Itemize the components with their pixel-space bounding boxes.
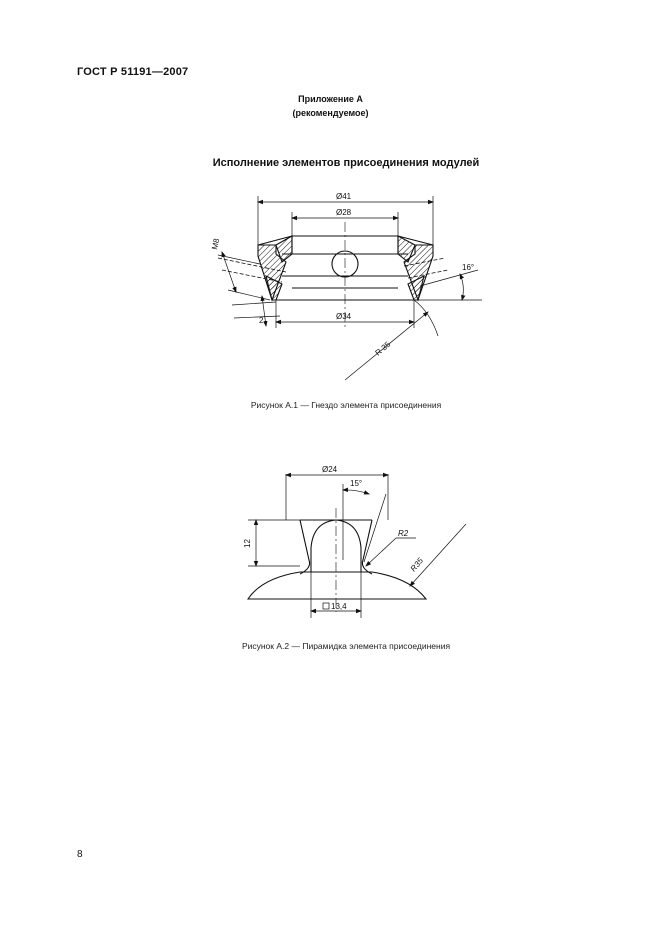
dim-a2-top: Ø24 xyxy=(322,465,338,474)
dim-a1-radius: R 35 xyxy=(374,339,393,357)
dim-a2-angle: 15° xyxy=(350,479,362,488)
document-header: ГОСТ Р 51191—2007 xyxy=(77,66,189,78)
dim-a1-thickness: 2 xyxy=(259,316,264,325)
figure-a2-drawing: Ø24 15° 12 13,4 R2 R35 xyxy=(243,465,467,618)
dim-a1-inner: Ø28 xyxy=(336,208,352,217)
dim-a2-square: 13,4 xyxy=(331,602,347,611)
caption-figure-a2: Рисунок А.2 — Пирамидка элемента присоед… xyxy=(241,641,451,651)
appendix-title: Приложение А xyxy=(298,94,363,104)
appendix-note: (рекомендуемое) xyxy=(292,108,369,118)
dim-a2-radius-small: R2 xyxy=(398,529,409,538)
page-number: 8 xyxy=(77,849,83,860)
figure-a1-drawing: Ø41 Ø28 M8 xyxy=(210,192,482,381)
dim-a1-thread: M8 xyxy=(210,237,221,250)
dim-a1-angle: 16° xyxy=(462,263,474,272)
dim-a1-outer: Ø41 xyxy=(336,192,352,201)
dim-a2-height: 12 xyxy=(243,539,252,548)
dim-a2-radius-large: R35 xyxy=(409,556,426,573)
caption-figure-a1: Рисунок А.1 — Гнездо элемента присоедине… xyxy=(250,400,442,410)
section-title: Исполнение элементов присоединения модул… xyxy=(212,157,480,169)
dim-a1-bottom: Ø34 xyxy=(336,312,352,321)
